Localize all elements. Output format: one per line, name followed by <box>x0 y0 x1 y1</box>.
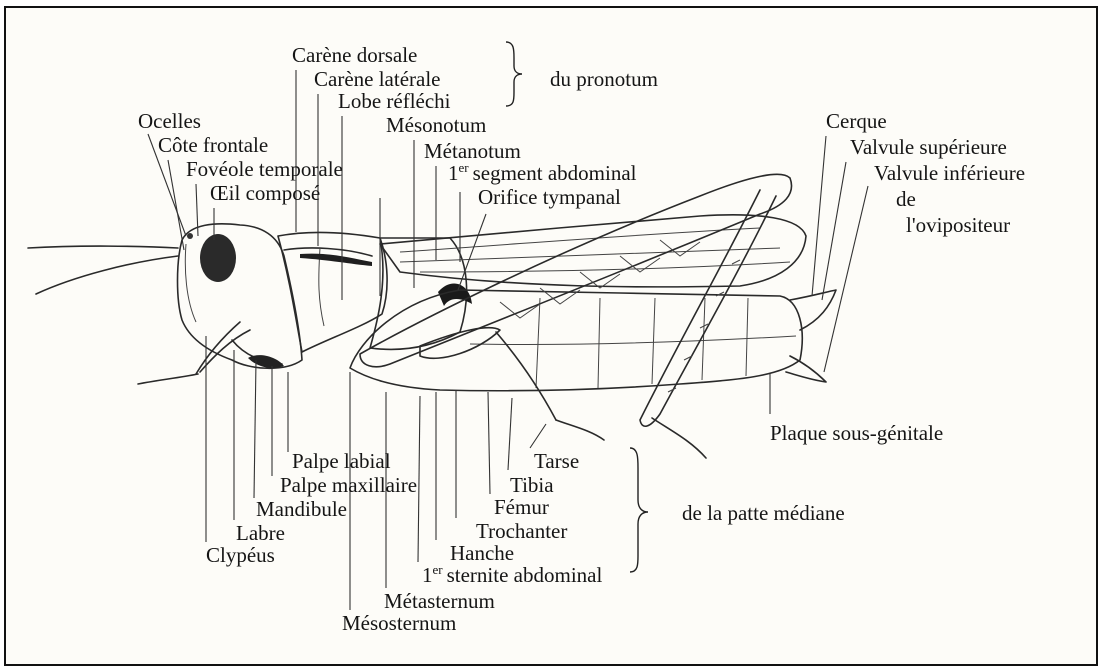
leader-cote-frontale <box>168 160 184 250</box>
wing-vein-3 <box>420 262 790 272</box>
leader-mandibule <box>254 360 256 498</box>
label-palpe-labial: Palpe labial <box>292 449 391 473</box>
tibia-spines <box>668 260 740 392</box>
label-de: de <box>896 187 916 211</box>
femur-chevron-1 <box>500 302 540 318</box>
middle-leg-tarsus <box>556 420 604 440</box>
label-femur: Fémur <box>494 495 549 519</box>
frontal-ridge <box>185 244 196 322</box>
front-leg-tarsus <box>138 374 198 384</box>
label-mandibule: Mandibule <box>256 497 347 521</box>
abdomen-segment-4 <box>702 298 705 380</box>
pronotum <box>278 232 387 352</box>
label-valvule-superieure: Valvule supérieure <box>850 135 1007 159</box>
leader-sternite <box>418 396 420 562</box>
label-palpe-maxillaire: Palpe maxillaire <box>280 473 417 497</box>
label-du-pronotum: du pronotum <box>550 67 658 91</box>
leader-cerque <box>812 136 826 296</box>
middle-leg-tibia <box>496 332 556 420</box>
leader-femur <box>488 392 490 494</box>
abdomen-segment-1 <box>536 298 540 388</box>
label-orifice-tympanal: Orifice tympanal <box>478 185 621 209</box>
label-labre: Labre <box>236 521 285 545</box>
leader-orifice <box>458 214 486 290</box>
antenna-upper <box>28 246 178 248</box>
abdomen-segment-3 <box>652 298 655 384</box>
hind-tibia <box>640 190 776 426</box>
antenna-lower <box>36 256 178 294</box>
front-leg-tibia <box>196 322 240 374</box>
leader-valvule-sup <box>822 162 846 300</box>
head <box>178 224 303 368</box>
label-tarse: Tarse <box>534 449 579 473</box>
labels: Carène dorsale Carène latérale Lobe réfl… <box>138 43 1025 635</box>
wing-vein-2 <box>400 248 780 262</box>
label-oeil-compose: Œil composé <box>210 181 320 205</box>
leader-valvule-inf <box>824 186 868 372</box>
label-cerque: Cerque <box>826 109 887 133</box>
label-patte-mediane: de la patte médiane <box>682 501 845 525</box>
label-valvule-inferieure: Valvule inférieure <box>874 161 1025 185</box>
label-hanche: Hanche <box>450 541 514 565</box>
wing-dark-streak <box>300 254 372 266</box>
label-clypeus: Clypéus <box>206 543 275 567</box>
compound-eye <box>200 234 236 282</box>
label-carene-dorsale: Carène dorsale <box>292 43 417 67</box>
label-mesonotum: Mésonotum <box>386 113 486 137</box>
label-carene-laterale: Carène latérale <box>314 67 441 91</box>
ocellus <box>187 233 193 239</box>
label-ocelles: Ocelles <box>138 109 201 133</box>
grasshopper-drawing <box>28 174 836 458</box>
middle-leg-brace <box>630 448 648 572</box>
label-plaque-sous-genitale: Plaque sous-génitale <box>770 421 943 445</box>
label-metanotum: Métanotum <box>424 139 521 163</box>
abdomen <box>350 290 802 391</box>
ovipositor-lower-valve <box>786 356 826 382</box>
abdomen-segment-5 <box>746 298 748 376</box>
abdomen-segment-2 <box>598 298 600 388</box>
label-trochanter: Trochanter <box>476 519 567 543</box>
leader-tibia <box>508 398 512 470</box>
label-metasternum: Métasternum <box>384 589 495 613</box>
leader-tarse <box>530 424 546 448</box>
hind-tarsus <box>652 418 706 458</box>
mandible-dark <box>248 355 284 368</box>
label-lobe-reflechi: Lobe réfléchi <box>338 89 451 113</box>
label-cote-frontale: Côte frontale <box>158 133 268 157</box>
femur-chevron-5 <box>660 240 700 256</box>
pronotum-brace <box>506 42 522 106</box>
label-tibia: Tibia <box>510 473 554 497</box>
label-mesosternum: Mésosternum <box>342 611 456 635</box>
label-foveole-temporale: Fovéole temporale <box>186 157 343 181</box>
label-ovipositeur: l'ovipositeur <box>906 213 1010 237</box>
wing-vein-1 <box>400 228 760 252</box>
